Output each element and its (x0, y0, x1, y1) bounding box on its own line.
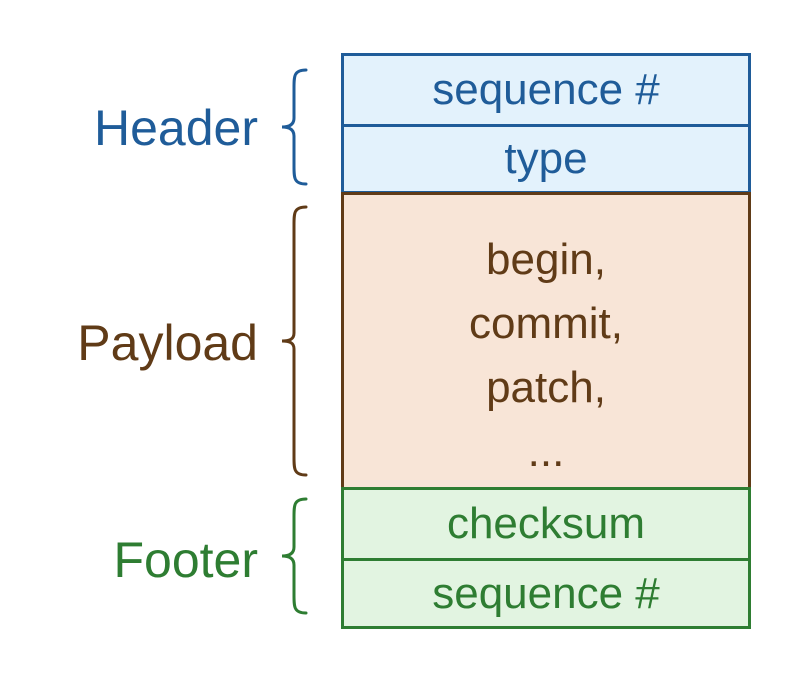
payload-top-border (341, 192, 751, 195)
payload-block: begin, commit, patch, ... (341, 194, 751, 487)
payload-content: begin, commit, patch, ... (344, 194, 748, 487)
payload-label: Payload (77, 315, 258, 371)
footer-label: Footer (113, 532, 258, 588)
header-label: Header (94, 100, 258, 156)
payload-line-ellipsis: ... (527, 427, 565, 476)
footer-block: checksum sequence # (341, 487, 751, 629)
footer-brace (281, 497, 308, 615)
header-block: sequence # type (341, 53, 751, 194)
payload-line-begin: begin, (486, 235, 606, 284)
header-brace (281, 68, 308, 186)
header-field-sequence: sequence # (432, 64, 660, 114)
footer-field-checksum: checksum (446, 499, 646, 548)
payload-line-commit: commit, (469, 299, 623, 348)
payload-brace (281, 205, 308, 477)
footer-field-sequence: sequence # (344, 558, 748, 626)
header-field-type: type (344, 123, 748, 192)
payload-line-patch: patch, (486, 363, 606, 412)
